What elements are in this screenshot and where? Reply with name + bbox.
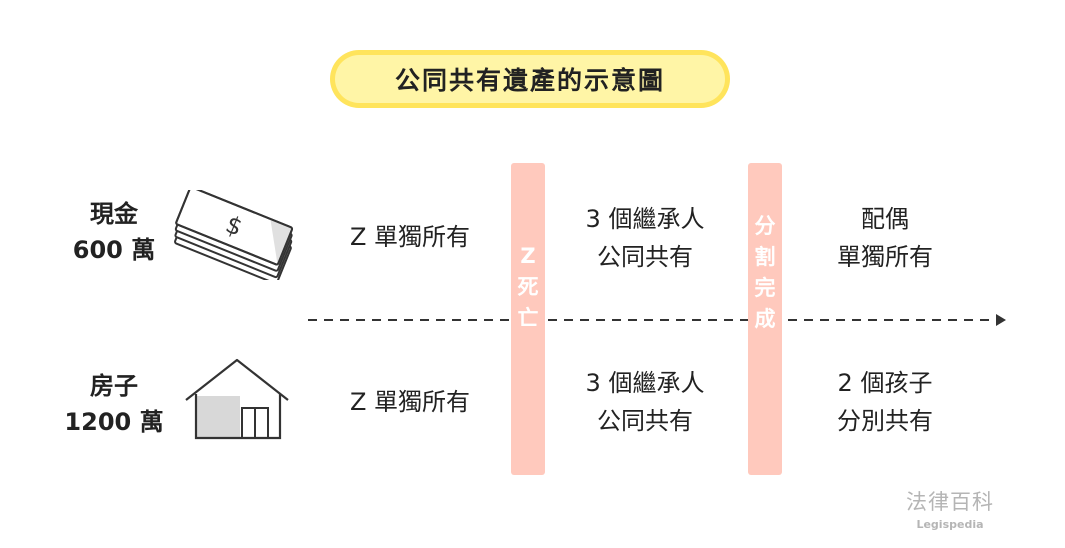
event-char: Z bbox=[520, 244, 536, 268]
asset-value: 600 萬 bbox=[72, 236, 156, 264]
title-pill: 公同共有遺產的示意圖 bbox=[330, 50, 730, 108]
asset-name: 房子 bbox=[90, 372, 138, 400]
ownership-text: 公同共有 bbox=[597, 243, 693, 271]
ownership-text: 公同共有 bbox=[597, 407, 693, 435]
ownership-text: Z 單獨所有 bbox=[349, 388, 471, 416]
event-char: 死 bbox=[517, 275, 539, 299]
asset-name: 現金 bbox=[90, 200, 138, 228]
ownership-text: 配偶 bbox=[861, 205, 909, 233]
cash-icon: $ bbox=[174, 190, 294, 280]
event-char: 亡 bbox=[517, 306, 539, 330]
cash-before: Z 單獨所有 bbox=[325, 218, 495, 256]
timeline-arrow bbox=[308, 314, 1006, 326]
ownership-text: 3 個繼承人 bbox=[585, 369, 705, 397]
event-char: 割 bbox=[754, 245, 776, 269]
asset-label-cash: 現金 600 萬 bbox=[50, 196, 178, 268]
house-during: 3 個繼承人 公同共有 bbox=[560, 364, 730, 440]
ownership-text: 單獨所有 bbox=[837, 243, 933, 271]
ownership-text: 2 個孩子 bbox=[837, 369, 933, 397]
house-before: Z 單獨所有 bbox=[325, 383, 495, 421]
asset-value: 1200 萬 bbox=[64, 408, 164, 436]
watermark-zh: 法律百科 bbox=[906, 490, 994, 514]
event-char: 分 bbox=[754, 214, 776, 238]
house-after: 2 個孩子 分別共有 bbox=[800, 364, 970, 440]
house-icon bbox=[185, 358, 289, 440]
ownership-text: 分別共有 bbox=[837, 407, 933, 435]
ownership-text: Z 單獨所有 bbox=[349, 223, 471, 251]
event-char: 成 bbox=[754, 307, 776, 331]
cash-during: 3 個繼承人 公同共有 bbox=[560, 200, 730, 276]
watermark-logo: 法律百科 Legispedia bbox=[890, 486, 1010, 531]
event-bar-death: Z 死 亡 bbox=[511, 163, 545, 475]
watermark-en: Legispedia bbox=[916, 518, 984, 531]
event-char: 完 bbox=[754, 276, 776, 300]
asset-label-house: 房子 1200 萬 bbox=[46, 368, 182, 440]
cash-after: 配偶 單獨所有 bbox=[800, 200, 970, 276]
event-bar-partition: 分 割 完 成 bbox=[748, 163, 782, 475]
ownership-text: 3 個繼承人 bbox=[585, 205, 705, 233]
diagram-title: 公同共有遺產的示意圖 bbox=[335, 55, 725, 103]
